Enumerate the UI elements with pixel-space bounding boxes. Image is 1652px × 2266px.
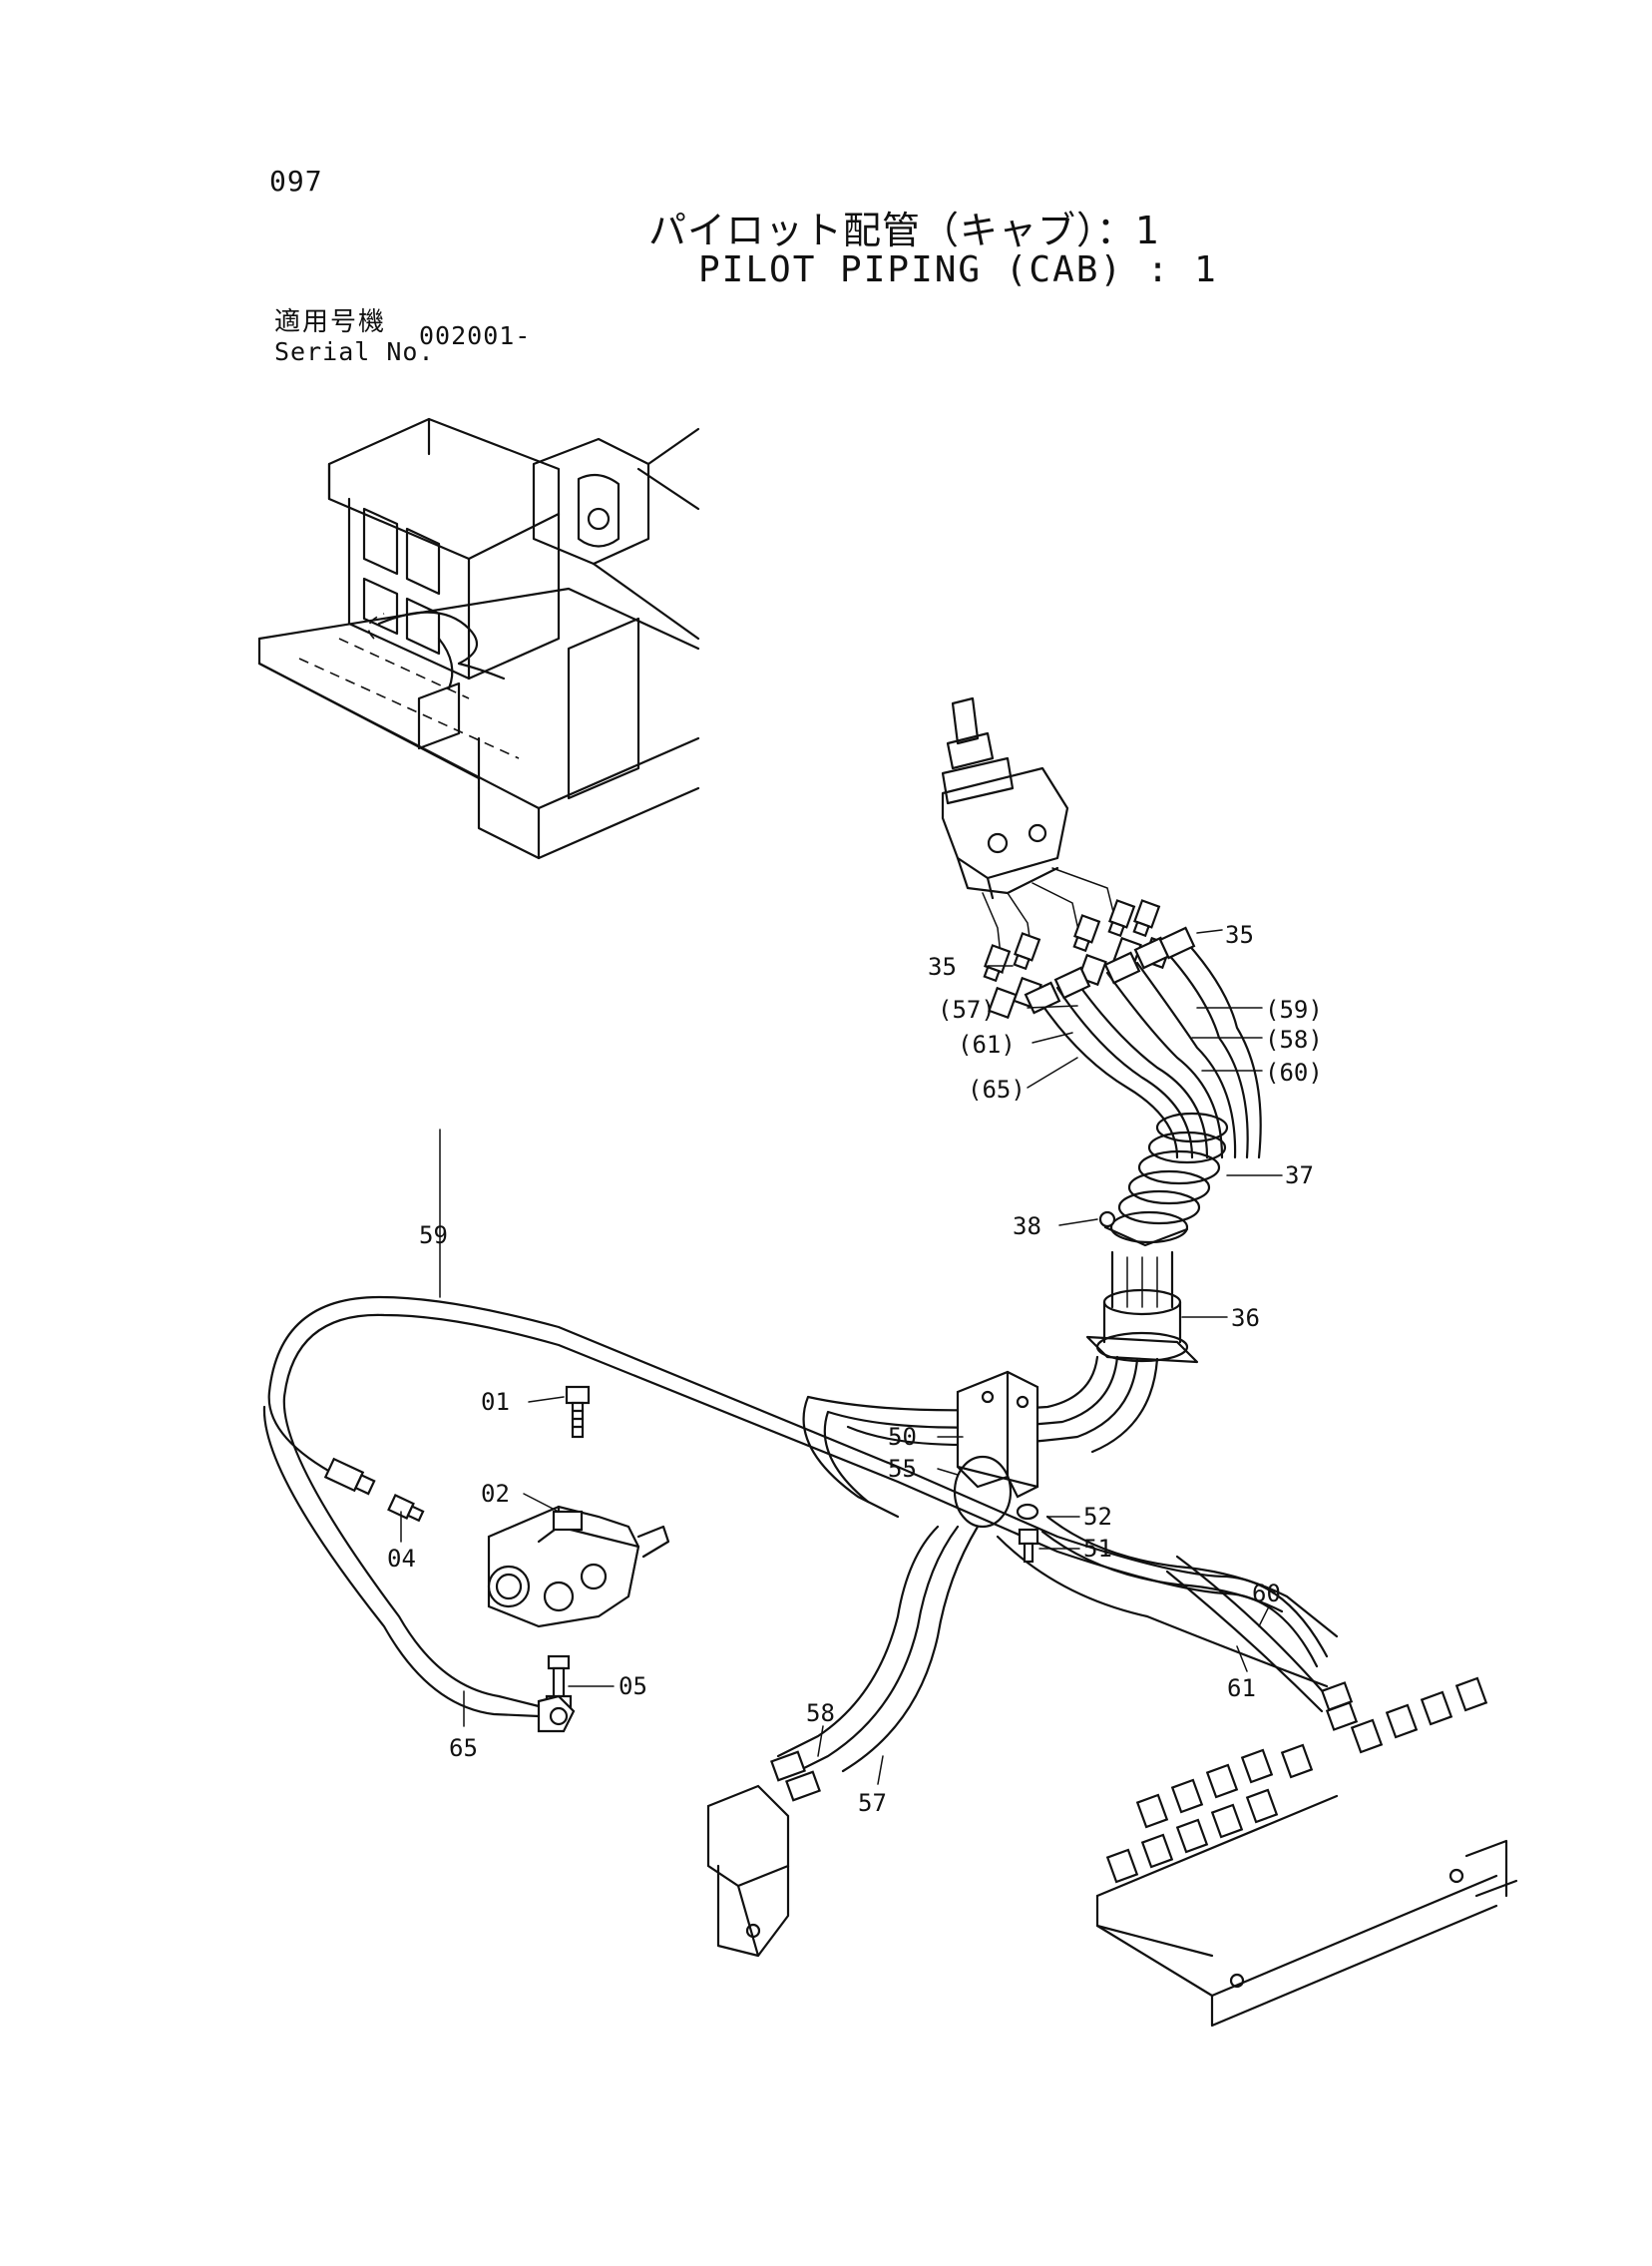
callout-leaders — [400, 929, 1283, 1785]
callout-58: 58 — [806, 1699, 835, 1727]
callout-04: 04 — [387, 1545, 416, 1573]
page-title-english: PILOT PIPING (CAB) : 1 — [698, 249, 1218, 290]
callout-05: 05 — [619, 1672, 647, 1700]
bolt-01 — [565, 1385, 591, 1439]
elbow-fitting-65 — [537, 1694, 576, 1733]
callout-59-ref: (59) — [1265, 996, 1323, 1024]
callout-61-ref: (61) — [958, 1031, 1016, 1059]
serial-number-value: 002001- — [419, 321, 532, 350]
page-number: 097 — [269, 165, 323, 198]
callout-55: 55 — [888, 1455, 917, 1483]
callout-38: 38 — [1013, 1212, 1041, 1240]
hose-bundle — [1024, 926, 1262, 1364]
valve-block-02 — [487, 1505, 670, 1628]
callout-labels: 35 35 (57) (61) (65) (59) (58) (60) 37 3… — [387, 921, 1323, 1817]
callout-61: 61 — [1227, 1674, 1256, 1702]
callout-60: 60 — [1252, 1580, 1281, 1607]
callout-57-ref: (57) — [938, 996, 996, 1024]
page-title-japanese: パイロット配管（キャブ）：1 — [648, 209, 1161, 252]
callout-59: 59 — [419, 1221, 448, 1249]
callout-52: 52 — [1083, 1503, 1112, 1531]
serial-label-english: Serial No. — [274, 337, 435, 366]
control-valve-block — [1095, 1676, 1518, 2028]
fitting-04 — [387, 1494, 425, 1523]
callout-51: 51 — [1083, 1535, 1112, 1563]
callout-01: 01 — [481, 1388, 510, 1416]
callout-36: 36 — [1231, 1304, 1260, 1332]
callout-65-ref: (65) — [968, 1076, 1026, 1104]
callout-58-ref: (58) — [1265, 1026, 1323, 1054]
callout-35-lower: 35 — [928, 953, 957, 981]
machine-overview-illustration — [257, 417, 700, 860]
hose-routing — [262, 1295, 1339, 1778]
hose-59-end-fitting — [323, 1457, 376, 1496]
callout-35-upper: 35 — [1225, 921, 1254, 949]
lower-left-bracket — [706, 1750, 821, 1958]
callout-50: 50 — [888, 1423, 917, 1451]
clamp-assembly — [953, 1370, 1039, 1564]
callout-60-ref: (60) — [1265, 1059, 1323, 1087]
callout-02: 02 — [481, 1480, 510, 1508]
callout-37: 37 — [1285, 1161, 1314, 1189]
callout-57: 57 — [858, 1789, 887, 1817]
serial-label-japanese: 適用号機 — [274, 307, 387, 337]
callout-65: 65 — [449, 1734, 478, 1762]
